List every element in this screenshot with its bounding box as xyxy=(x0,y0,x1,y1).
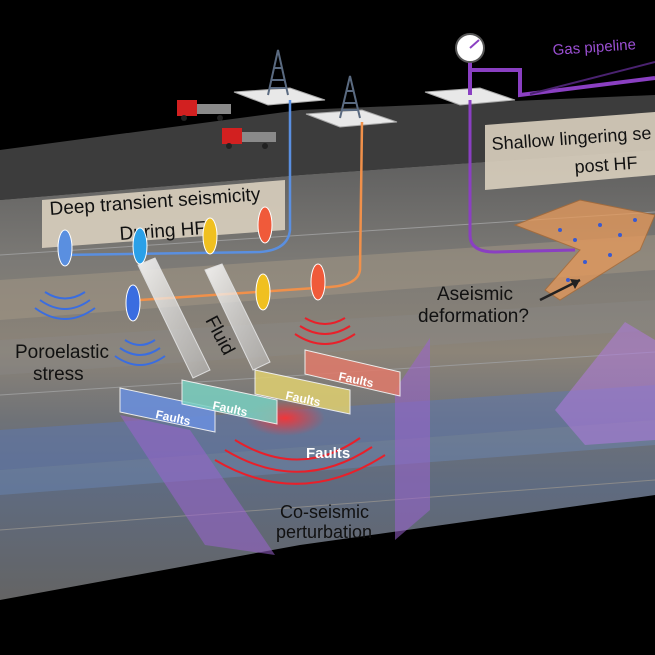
blue-well xyxy=(59,100,292,257)
fault-plane-icon xyxy=(120,415,275,555)
red-waves xyxy=(294,317,356,345)
fault-plane-icon xyxy=(395,338,430,540)
stratum-line xyxy=(0,479,655,531)
seismic-event-icon xyxy=(255,273,271,311)
fluid-column xyxy=(137,257,211,379)
poroelastic-waves xyxy=(34,291,166,366)
shallow-seismicity-box xyxy=(485,112,655,190)
seismic-event-icon xyxy=(310,263,326,301)
orange-well xyxy=(139,121,364,302)
coseismic-waves xyxy=(214,437,386,485)
purple-well xyxy=(468,100,576,254)
pressure-gauge-icon xyxy=(455,33,485,95)
aseismic-label-line2: deformation? xyxy=(418,306,529,327)
seismic-event-icon xyxy=(202,217,218,255)
drilling-rig-icon xyxy=(339,75,361,119)
coseismic-label-line2: perturbation xyxy=(276,522,372,542)
fault-plane-icon xyxy=(555,322,655,445)
seismic-event-icon xyxy=(132,227,148,265)
seismic-event-icon xyxy=(57,229,73,267)
poroelastic-label-line2: stress xyxy=(33,364,84,385)
deep-seismicity-box xyxy=(42,180,285,248)
ground-surface xyxy=(0,95,655,200)
fluid-column xyxy=(204,263,271,371)
shallow-fault xyxy=(513,199,655,301)
seismic-event-icon xyxy=(125,284,141,322)
seismic-event-icon xyxy=(257,206,273,244)
drilling-rig-icon xyxy=(267,49,289,96)
gas-pipeline: Gas pipeline xyxy=(468,36,655,98)
faults-center-label: Faults xyxy=(306,445,350,462)
well-pad xyxy=(305,109,398,128)
gas-pipeline-label: Gas pipeline xyxy=(552,36,636,59)
coseismic-label-line1: Co-seismic xyxy=(280,502,369,522)
well-pad xyxy=(424,87,516,106)
fire-truck-icon xyxy=(177,100,231,121)
aseismic-label-line1: Aseismic xyxy=(437,284,513,305)
shallow-seismicity-label-line2: post HF xyxy=(574,153,638,177)
well-pad xyxy=(233,87,326,106)
poroelastic-label-line1: Poroelastic xyxy=(15,342,109,363)
fire-truck-icon xyxy=(222,128,276,149)
aseismic-arrow-head xyxy=(570,279,580,289)
